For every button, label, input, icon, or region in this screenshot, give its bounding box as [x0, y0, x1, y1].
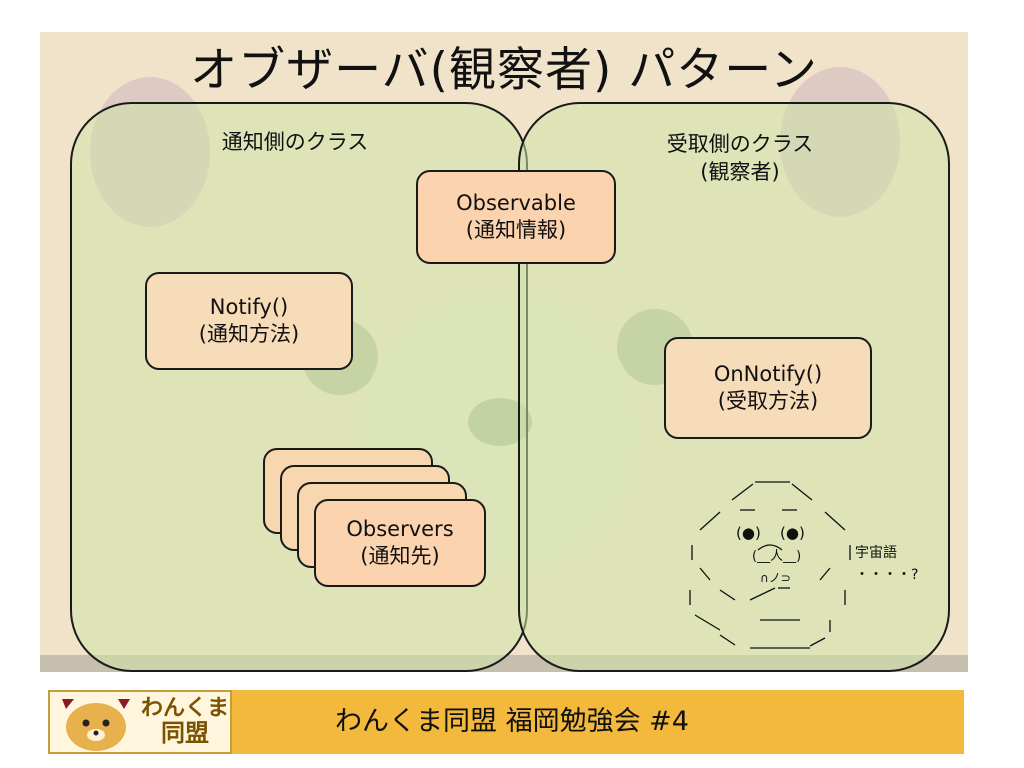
onnotify-box: OnNotify() (受取方法) [664, 337, 872, 439]
wankuma-logo [48, 690, 232, 754]
svg-text:(●): (●) [780, 524, 805, 542]
logo-text-line2: 同盟 [161, 719, 209, 747]
bear-mascot-icon [62, 699, 130, 751]
footer-title: わんくま同盟 福岡勉強会 #4 [335, 706, 689, 737]
svg-text:(●): (●) [736, 524, 761, 542]
ascii-art-caption: 宇宙語 ・・・・? [855, 542, 918, 586]
observable-box-name: Observable [456, 191, 576, 215]
receiver-class-label: 受取側のクラス (観察者) [620, 130, 860, 186]
ascii-art-caption-line2: ・・・・? [855, 567, 919, 583]
svg-text:∩ノ⊃: ∩ノ⊃ [760, 571, 791, 585]
svg-text:(__人__): (__人__) [752, 549, 801, 564]
ascii-art-face: (●) (●) (__人__) ∩ノ⊃ [689, 481, 851, 649]
observers-box-desc: (通知先) [360, 544, 440, 568]
observable-box: Observable (通知情報) [416, 170, 616, 264]
logo-text-line1: わんくま [140, 696, 229, 721]
observers-box: Observers (通知先) [314, 499, 486, 587]
receiver-class-label-line2: (観察者) [700, 160, 780, 184]
footer-bar [232, 690, 964, 754]
sender-class-label: 通知側のクラス [221, 130, 369, 154]
logo-text: わんくま 同盟 [135, 696, 235, 746]
notify-box-name: Notify() [209, 295, 289, 319]
ascii-art-caption-line1: 宇宙語 [855, 545, 897, 561]
notify-box: Notify() (通知方法) [145, 272, 353, 370]
slide-title: オブザーバ(観察者) パターン [190, 43, 818, 98]
observers-box-name: Observers [346, 517, 454, 541]
onnotify-box-desc: (受取方法) [717, 389, 819, 413]
receiver-class-label-line1: 受取側のクラス [666, 132, 814, 156]
observable-box-desc: (通知情報) [465, 218, 567, 242]
notify-box-desc: (通知方法) [198, 322, 300, 346]
onnotify-box-name: OnNotify() [713, 362, 823, 386]
